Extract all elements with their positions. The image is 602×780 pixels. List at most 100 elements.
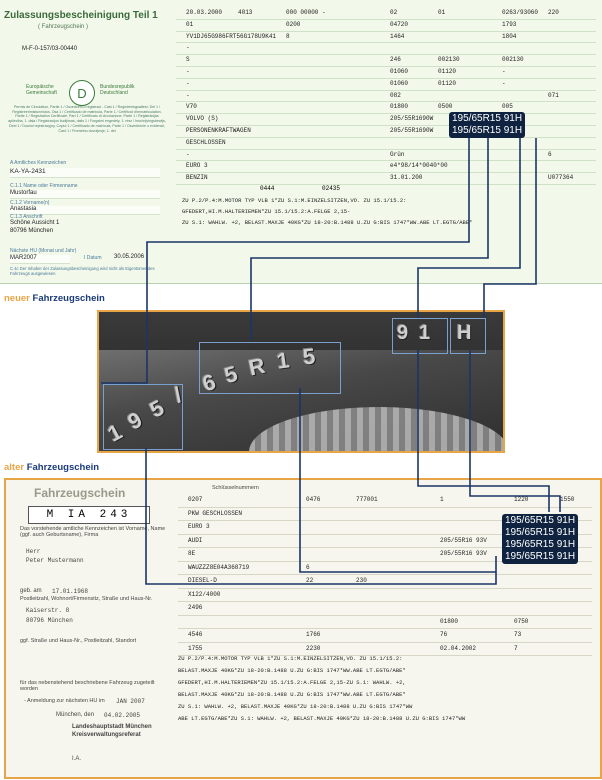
new-doc-cell: 02: [390, 9, 398, 16]
old-doc-cell: 8E: [188, 550, 196, 557]
old-doc-cell: 73: [514, 631, 522, 638]
new-doc-cell: Grün: [390, 150, 405, 158]
code-2: 02435: [322, 185, 341, 192]
new-doc-cell: -: [502, 79, 506, 87]
old-doc-cell: 230: [356, 577, 367, 584]
label-new-registration: neuer Fahrzeugschein: [4, 293, 105, 304]
old-doc-cell: 2496: [188, 604, 203, 611]
old-doc-cell: DIESEL-D: [188, 577, 217, 584]
new-doc-cell: YV1DJ65G986FRT56G178U9K41: [186, 32, 277, 40]
holder-note: C.4c Der Inhaber der Zulassungsbescheini…: [10, 266, 155, 276]
new-doc-cell: 01120: [438, 67, 457, 75]
plate-label: A Amtliches Kennzeichen: [10, 160, 67, 166]
new-doc-cell: 205/55R1690W: [390, 126, 434, 134]
connector-width-to-new: [101, 138, 470, 384]
old-doc-cell: X122/4000: [188, 590, 221, 598]
new-doc-cell: 0500: [438, 103, 453, 111]
tire-char: 1: [419, 322, 432, 344]
new-doc-row: GESCHLOSSEN: [176, 138, 596, 150]
old-doc-name: Peter Mustermann: [26, 557, 84, 564]
new-doc-cell: 002130: [502, 56, 524, 64]
old-doc-cell: 0207: [188, 496, 203, 503]
new-doc-cell: 01: [438, 9, 446, 16]
old-doc-row: EURO 3: [178, 521, 592, 535]
old-doc-row: DIESEL-D 22 230: [178, 575, 592, 589]
new-doc-cell: VOLVO (S): [186, 115, 219, 123]
tire-ratio-box: [199, 342, 341, 394]
new-doc-cell: 01800: [390, 103, 409, 111]
new-doc-row: -: [176, 43, 596, 56]
old-doc-cell: 777001: [356, 496, 378, 503]
new-callout-line-2: 195/65R15 91H: [452, 125, 523, 136]
old-doc-cell: 6: [306, 563, 310, 571]
new-doc-cell: -: [186, 79, 190, 87]
code-1: 0444: [260, 185, 275, 192]
new-doc-cell: -: [186, 67, 190, 75]
old-doc-cell: 02.04.2002: [440, 644, 477, 652]
new-doc-name: Mustorfau: [10, 190, 160, 199]
new-doc-date: 30.05.2006: [114, 254, 145, 260]
old-doc-row: 2496: [178, 602, 592, 616]
old-doc-cell: 205/55R16 93V: [440, 536, 487, 544]
old-doc-cell: 1550: [560, 496, 575, 503]
dob-label: geb. am: [20, 588, 42, 594]
connector-speed-to-old: [469, 350, 561, 512]
new-doc-cell: PERSONENKRAFTWAGEN: [186, 126, 251, 134]
old-remark-3: GFEDERT,HI.M.HALTERIEMEN*ZU 15.1/15.2:A.…: [178, 679, 406, 686]
old-callout-line-2: 195/65R15 91H: [505, 527, 576, 538]
new-doc-firstname: Anastasia: [10, 206, 160, 215]
old-remark-4: BELAST.MAXJE 40KG*ZU 18-20:B.1488 U.ZU G…: [178, 691, 406, 698]
tire-char: 9: [397, 322, 410, 344]
old-doc-cell: 22: [306, 577, 314, 584]
new-doc-city: 80796 München: [10, 228, 54, 234]
date-label: I Datum: [84, 255, 102, 261]
new-doc-cell: 002130: [438, 56, 460, 64]
new-doc-plate: KA-YA-2431: [10, 168, 160, 178]
new-doc-cell: U077364: [548, 174, 574, 182]
old-doc-cell: WAUZZZ8E04A368719: [188, 563, 250, 571]
new-doc-cell: 0263/93060: [502, 9, 539, 16]
authority-line-2: Kreisverwaltungsreferat: [72, 732, 141, 738]
new-doc-hu: MAR2007: [10, 255, 70, 264]
new-doc-tire-callout: 195/65R15 91H 195/65R15 91H: [449, 112, 526, 138]
old-doc-cell: 4546: [188, 631, 203, 638]
new-doc-cell: EURO 3: [186, 162, 208, 170]
new-doc-cell: 246: [390, 56, 401, 64]
new-doc-title: Zulassungsbescheinigung Teil 1: [4, 10, 158, 21]
connector-width-to-old: [145, 448, 497, 585]
country-label: Bundesrepublik Deutschland: [100, 84, 135, 96]
new-doc-street: Schöne Aussicht 1: [10, 220, 60, 226]
new-doc-cell: V70: [186, 103, 197, 111]
new-doc-left-panel: Zulassungsbescheinigung Teil 1 ( Fahrzeu…: [0, 0, 176, 283]
new-callout-line-1: 195/65R15 91H: [452, 113, 523, 124]
new-doc-subtitle: ( Fahrzeugschein ): [38, 24, 89, 30]
authority-line-1: Landeshauptstadt München: [72, 724, 152, 730]
old-doc-cell: 7: [514, 644, 518, 652]
new-doc-cell: 082: [390, 91, 401, 99]
label-old-registration: alter Fahrzeugschein: [4, 462, 99, 473]
old-doc-cell: 1766: [306, 631, 321, 638]
old-doc-plate: M IA 243: [28, 506, 150, 524]
old-doc-city: 80796 München: [26, 617, 73, 624]
tire-load-box: [392, 318, 448, 354]
old-doc-dob: 17.01.1968: [52, 588, 89, 595]
new-registration-document: Zulassungsbescheinigung Teil 1 ( Fahrzeu…: [0, 0, 602, 284]
label-new-rest: Fahrzeugschein: [32, 293, 105, 304]
old-doc-tire-callout: 195/65R15 91H 195/65R15 91H 195/65R15 91…: [502, 514, 579, 564]
old-doc-cell: AUDI: [188, 536, 203, 544]
old-doc-cell: 1755: [188, 644, 203, 652]
new-doc-cell: 01060: [390, 79, 409, 87]
old-callout-line-4: 195/65R15 91H: [505, 551, 576, 562]
